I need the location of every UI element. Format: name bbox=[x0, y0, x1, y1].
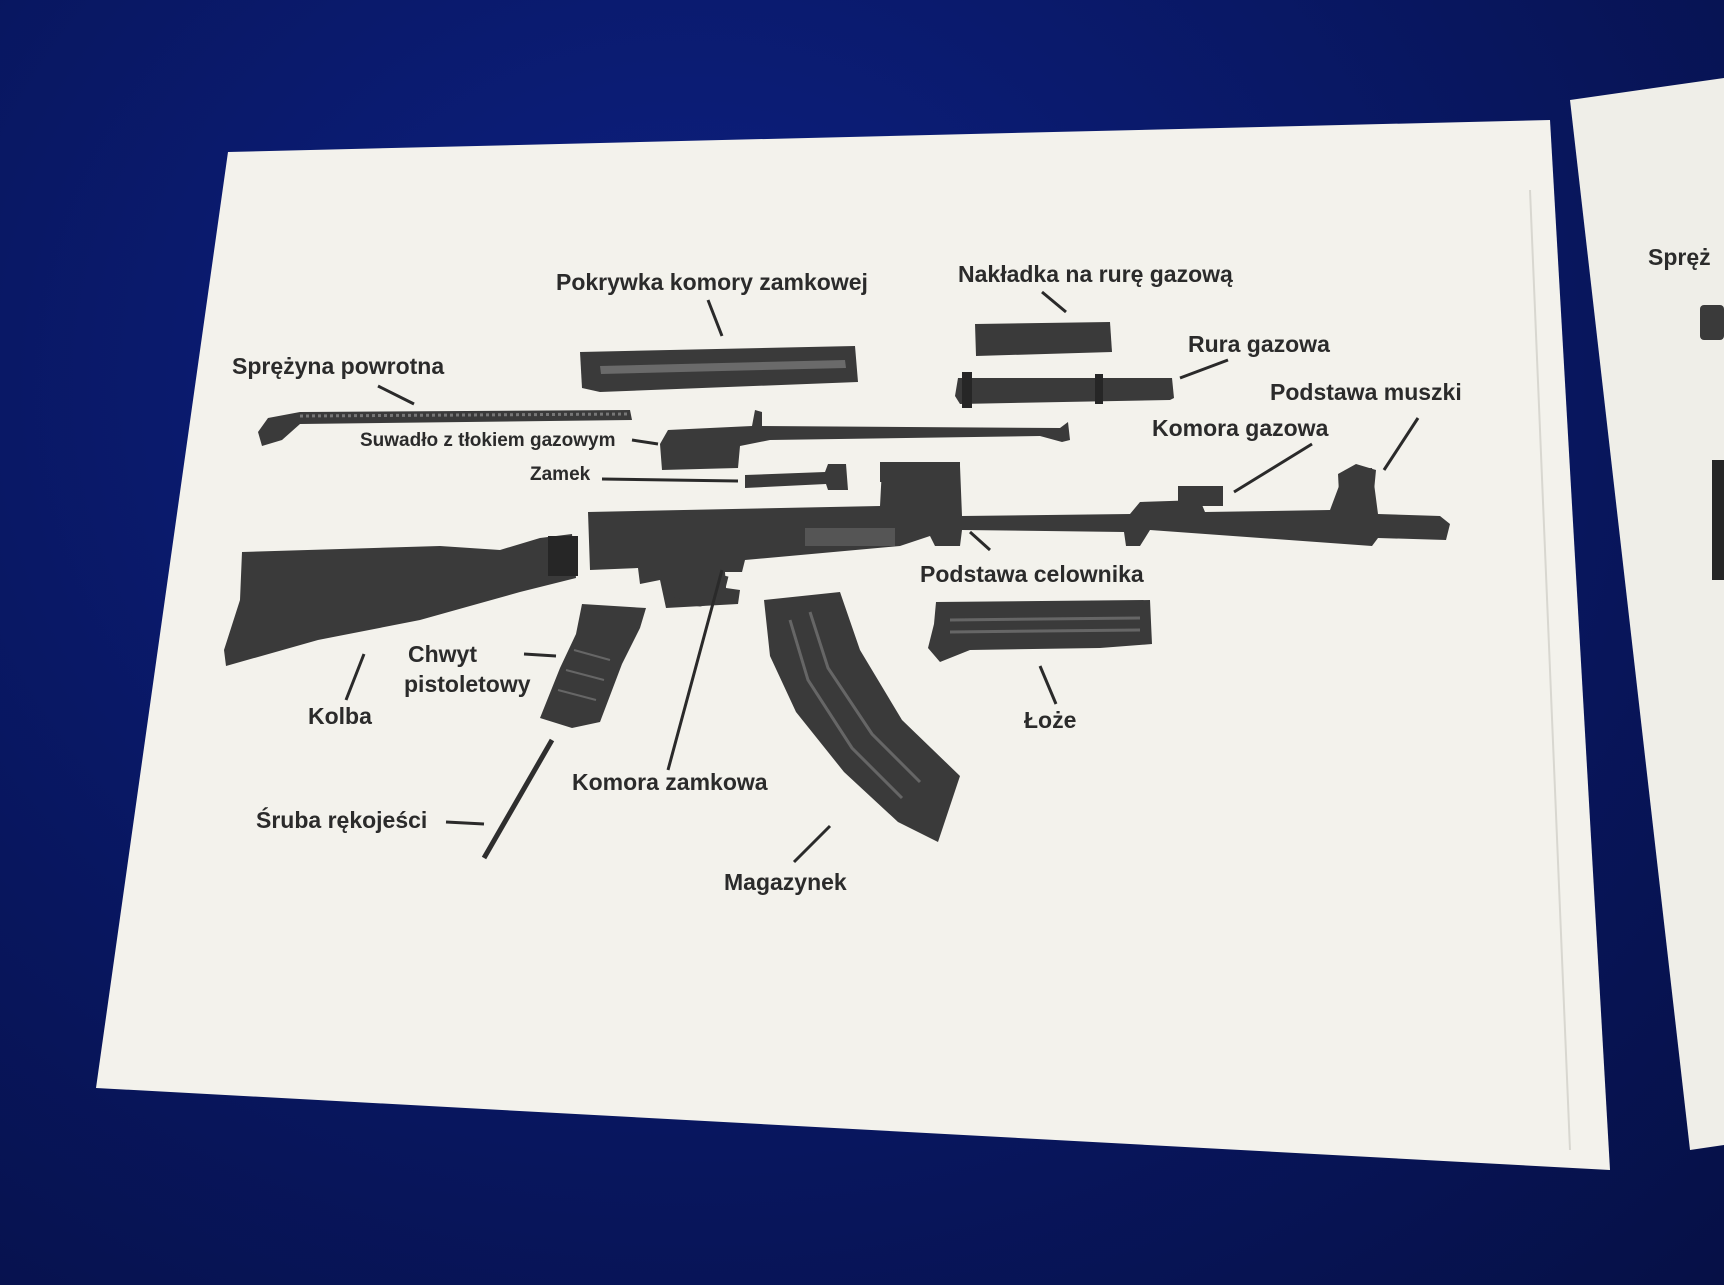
grip-screw-part bbox=[481, 738, 555, 860]
rifle-diagram bbox=[224, 322, 1450, 860]
second-sheet-label-fragment: Spręż bbox=[1648, 244, 1711, 270]
handguard-groove bbox=[949, 616, 1141, 622]
bolt-carrier-part bbox=[660, 410, 1070, 470]
magazine-rib-2 bbox=[808, 611, 922, 784]
label-magazynek: Magazynek bbox=[724, 869, 847, 895]
receiver-ejection-port bbox=[805, 528, 895, 546]
magazine-rib bbox=[788, 619, 904, 800]
arrow-kolba bbox=[344, 653, 366, 701]
arrow-suwadlo bbox=[631, 438, 659, 446]
gas-tube-ring-2 bbox=[1095, 374, 1103, 404]
arrow-rura bbox=[1179, 358, 1229, 380]
pistol-grip-texture-3 bbox=[557, 689, 597, 701]
label-rura: Rura gazowa bbox=[1188, 331, 1330, 357]
label-naktadka: Nakładka na rurę gazową bbox=[958, 261, 1233, 287]
label-komora-zamkowa: Komora zamkowa bbox=[572, 769, 768, 795]
arrow-chwyt bbox=[523, 652, 557, 658]
arrow-sruba bbox=[445, 820, 485, 826]
second-paper-sheet bbox=[1570, 78, 1724, 1150]
trigger-guard bbox=[665, 569, 729, 607]
second-sheet-part-fragment-2 bbox=[1712, 460, 1724, 580]
gas-block bbox=[1178, 486, 1223, 506]
label-arrows bbox=[344, 290, 1420, 864]
receiver-cover-ridge bbox=[600, 360, 846, 374]
arrow-naktadka bbox=[1041, 290, 1067, 314]
arrow-podstawa-celownika bbox=[968, 530, 992, 552]
bolt-part bbox=[745, 464, 848, 490]
label-podstawa-celownika: Podstawa celownika bbox=[920, 561, 1144, 587]
label-sruba: Śruba rękojeści bbox=[256, 806, 427, 833]
label-chwyt-line2: pistoletowy bbox=[404, 671, 531, 697]
gas-tube-cover-part bbox=[975, 322, 1112, 356]
label-komora-gazowa: Komora gazowa bbox=[1152, 415, 1329, 441]
rear-sight-base bbox=[880, 462, 960, 482]
part-labels: Pokrywka komory zamkowej Nakładka na rur… bbox=[232, 261, 1462, 895]
label-pokrywka: Pokrywka komory zamkowej bbox=[556, 269, 868, 295]
label-sprezyna: Sprężyna powrotna bbox=[232, 353, 444, 379]
front-sight-block bbox=[1338, 464, 1376, 512]
arrow-loze bbox=[1038, 665, 1058, 705]
arrow-komora-gazowa bbox=[1233, 442, 1313, 494]
label-podstawa-muszki: Podstawa muszki bbox=[1270, 379, 1462, 405]
second-sheet-part-fragment bbox=[1700, 305, 1724, 340]
pistol-grip-part bbox=[540, 604, 646, 728]
arrow-pokrywka bbox=[706, 299, 724, 337]
label-loze: Łoże bbox=[1024, 707, 1076, 733]
paper-fold-line bbox=[1529, 189, 1571, 1151]
label-suwadlo: Suwadło z tłokiem gazowym bbox=[360, 430, 616, 451]
recoil-spring-coil bbox=[299, 412, 631, 418]
gas-tube-ring bbox=[962, 372, 972, 408]
stock-buttplate bbox=[548, 536, 578, 576]
arrow-sprezyna bbox=[377, 384, 415, 406]
stock-part bbox=[224, 534, 576, 666]
pistol-grip-texture bbox=[573, 649, 611, 661]
arrow-podstawa-muszki bbox=[1382, 417, 1420, 471]
gas-tube-part bbox=[955, 378, 1174, 404]
arrow-komora-zamkowa bbox=[666, 569, 724, 771]
label-chwyt-line1: Chwyt bbox=[408, 641, 477, 667]
arrow-magazynek bbox=[792, 824, 832, 864]
arrow-zamek bbox=[601, 477, 739, 483]
label-kolba: Kolba bbox=[308, 703, 372, 729]
label-zamek: Zamek bbox=[530, 464, 591, 485]
handguard-groove-2 bbox=[949, 628, 1141, 634]
recoil-spring-part bbox=[258, 410, 632, 446]
pistol-grip-texture-2 bbox=[565, 669, 605, 681]
